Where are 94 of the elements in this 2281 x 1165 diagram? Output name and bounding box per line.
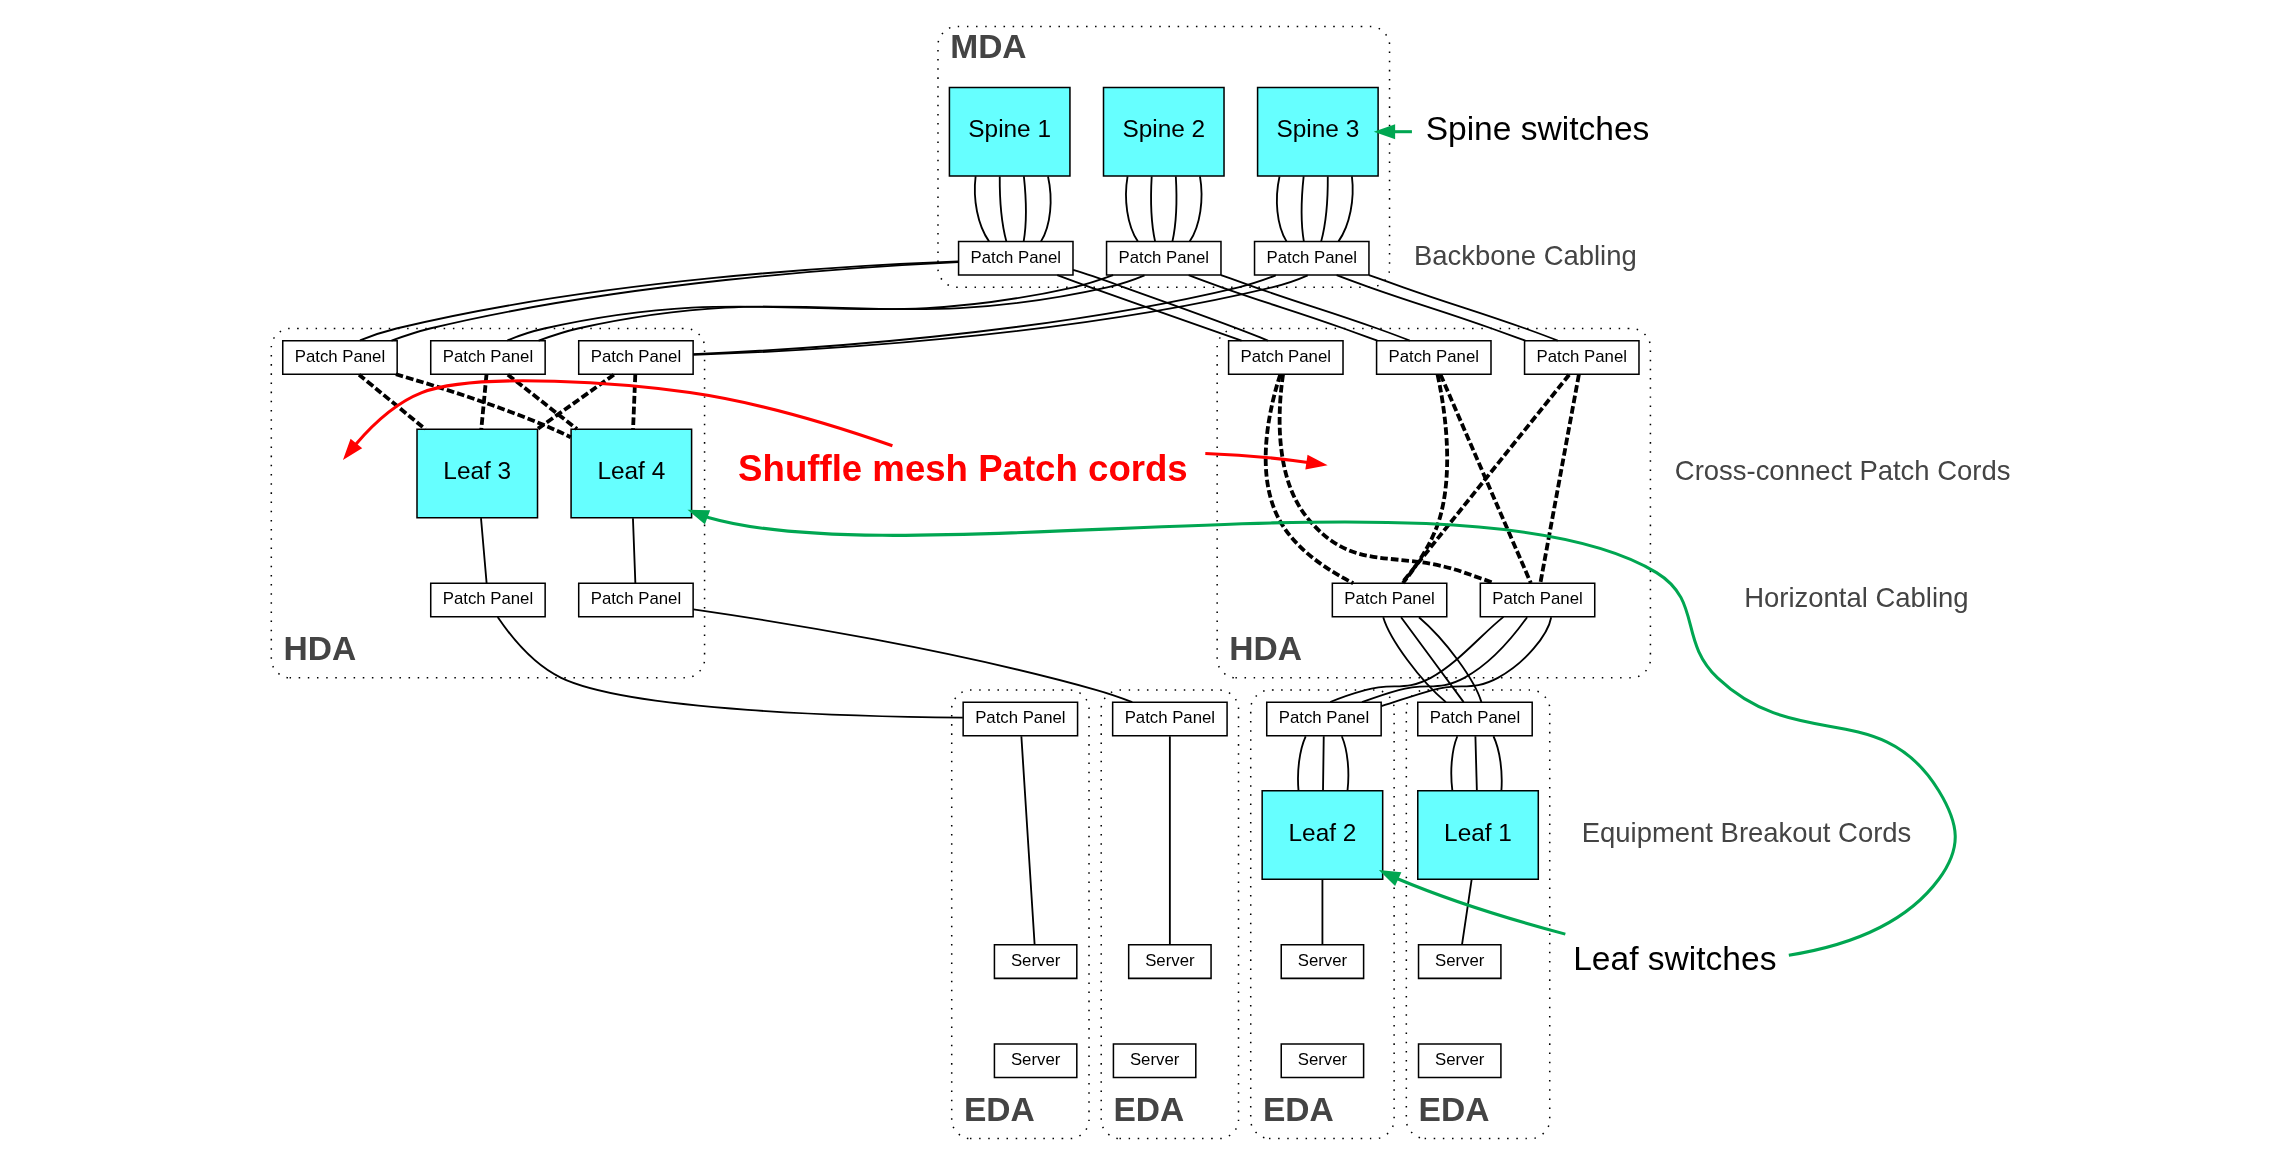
node-text: Leaf switches <box>1573 940 1777 978</box>
connector <box>1461 878 1473 946</box>
node-box: Patch Panel <box>1227 339 1344 376</box>
node-box: Patch Panel <box>1253 240 1370 276</box>
node-box: Patch Panel <box>577 582 694 618</box>
node-box: Patch Panel <box>429 582 546 618</box>
connector <box>1040 175 1052 243</box>
connector <box>1340 735 1350 792</box>
connector <box>480 517 488 584</box>
connector <box>1188 175 1203 243</box>
node-box: Patch Panel <box>1523 339 1640 376</box>
connector <box>1220 274 1411 342</box>
node-box: Spine 2 <box>1102 86 1225 177</box>
node-box: Patch Panel <box>957 240 1074 276</box>
node-box: Leaf 3 <box>416 428 539 519</box>
arrow <box>1373 124 1412 140</box>
connector <box>1329 616 1505 703</box>
label: Cross-connect Patch Cords <box>1674 455 2011 487</box>
label: Horizontal Cabling <box>1744 581 1969 613</box>
connector <box>1277 374 1495 585</box>
connector <box>1022 175 1027 243</box>
node-box: Server <box>1280 944 1365 980</box>
node-box: Leaf 4 <box>570 428 693 519</box>
node-box: Patch Panel <box>282 339 398 376</box>
connector <box>496 616 964 719</box>
node-box: Spine 3 <box>1256 86 1379 177</box>
label: Equipment Breakout Cords <box>1581 816 1912 848</box>
node-box: Server <box>1417 944 1502 980</box>
connector <box>1438 373 1533 584</box>
node-box: Server <box>993 944 1078 980</box>
node-text: Shuffle mesh Patch cords <box>738 448 1188 490</box>
node-box: Server <box>1280 1043 1365 1079</box>
connector <box>1320 175 1329 243</box>
connector <box>1072 269 1269 342</box>
arrow <box>1378 870 1566 936</box>
connector <box>1297 735 1307 792</box>
node-box: Patch Panel <box>1479 582 1596 618</box>
connector <box>1300 175 1305 243</box>
connector <box>1337 175 1354 243</box>
node-text: Spine switches <box>1425 110 1650 148</box>
connector <box>1492 735 1503 792</box>
node-box: Patch Panel <box>1331 582 1448 618</box>
arrow <box>687 509 1957 957</box>
connector <box>1450 735 1459 792</box>
connector <box>1171 175 1178 243</box>
node-box: Leaf 2 <box>1261 789 1384 880</box>
node-box: Server <box>1112 1043 1197 1079</box>
connector <box>357 373 427 431</box>
connector <box>1276 175 1288 243</box>
connector <box>1382 616 1447 704</box>
connector <box>1321 878 1324 946</box>
connector <box>1401 374 1450 585</box>
connector <box>692 608 1134 703</box>
node-box: Leaf 1 <box>1417 789 1540 880</box>
connector <box>1020 735 1036 946</box>
connector <box>1380 616 1553 708</box>
node-box: Server <box>1417 1043 1502 1079</box>
node-box: Server <box>1127 944 1212 980</box>
connector <box>1322 735 1325 792</box>
connector <box>1335 274 1527 342</box>
connector <box>1538 374 1581 584</box>
node-box: Patch Panel <box>1111 701 1228 737</box>
connector <box>631 374 638 430</box>
connector <box>1474 735 1478 792</box>
connector <box>506 373 579 431</box>
connector <box>1056 274 1243 342</box>
label: Backbone Cabling <box>1413 240 1637 272</box>
connector <box>1368 274 1559 342</box>
connector <box>1400 373 1571 585</box>
node-box: Server <box>993 1043 1078 1079</box>
node-box: Patch Panel <box>1375 339 1492 376</box>
node-box: Spine 1 <box>948 86 1071 177</box>
arrow <box>1205 451 1328 470</box>
connector <box>1168 735 1171 946</box>
node-box: Patch Panel <box>1417 701 1533 737</box>
connector <box>395 372 572 439</box>
connector <box>998 175 1008 243</box>
connector <box>1418 616 1483 704</box>
node-box: Patch Panel <box>1105 240 1222 276</box>
connector <box>536 373 615 431</box>
connector <box>1400 616 1465 704</box>
connector <box>479 374 489 430</box>
connector <box>1187 274 1379 342</box>
node-box: Patch Panel <box>577 339 694 376</box>
connector <box>973 175 990 243</box>
connector <box>1150 175 1156 243</box>
connector <box>1263 373 1355 585</box>
connector <box>1125 175 1139 243</box>
node-box: Patch Panel <box>1265 701 1382 737</box>
node-box: Patch Panel <box>429 339 546 376</box>
connector <box>632 517 637 584</box>
node-box: Patch Panel <box>962 701 1079 737</box>
arrow <box>342 379 893 461</box>
connector <box>1361 616 1529 704</box>
